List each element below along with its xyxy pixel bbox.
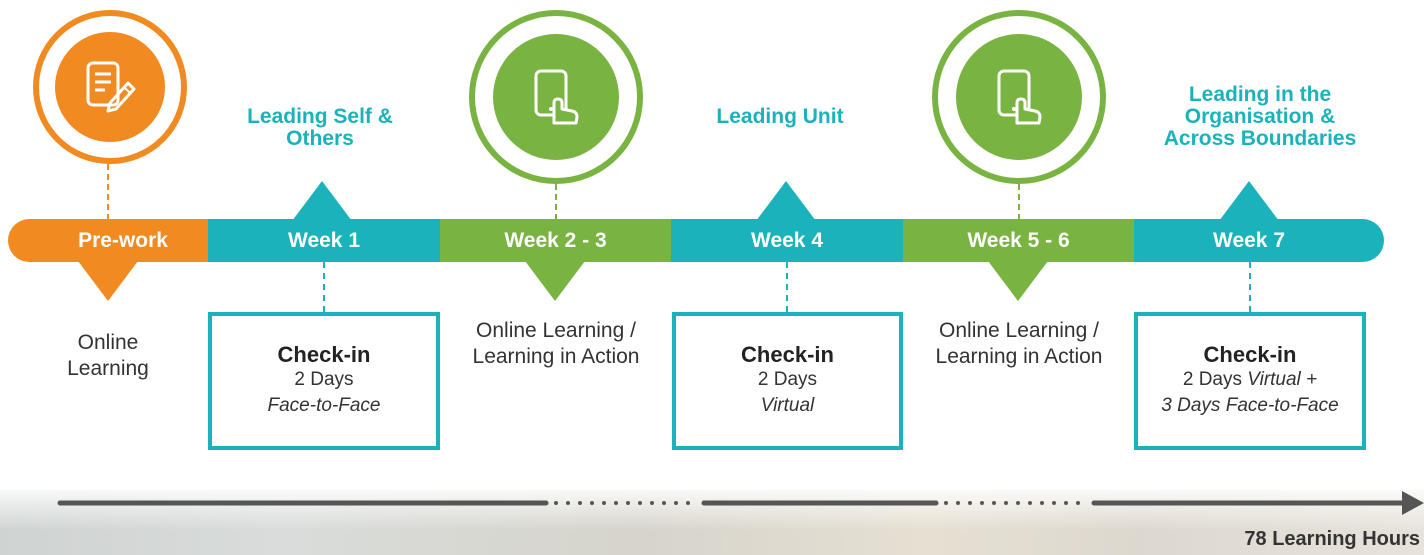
phase-week7: Week 7 [1134,219,1384,262]
phase-label: Week 7 [1213,228,1285,252]
tablet-touch-icon [997,69,1042,125]
prework-circle [33,10,187,164]
week5-6-connector [1018,184,1020,220]
phase-label: Week 4 [751,228,823,252]
phase-label: Week 1 [288,228,360,252]
phase-label: Pre-work [78,228,168,252]
checkin-title: Check-in [277,342,371,367]
checkin-mode: 3 Days Face-to-Face [1161,395,1339,416]
week1-connector [323,262,325,312]
checkin-mode: Face-to-Face [267,395,381,416]
week2-3-circle [469,10,643,184]
phase-week1: Week 1 [208,219,440,262]
phase-week4: Week 4 [671,219,903,262]
week4-connector [786,262,788,312]
tablet-touch-icon [534,69,579,125]
checkin-duration: 2 Days Virtual + [1182,369,1318,390]
week1-pointer-up [292,181,352,221]
learning-hours-label: 78 Learning Hours [1244,528,1420,550]
background-fade [0,490,1424,530]
week2-3-pointer-down [525,261,585,301]
checkin-mode: Virtual [760,395,815,416]
checkin-duration: 2 Days [294,369,354,390]
progress-arrow [57,491,1424,515]
week5-6-description: Online Learning /Learning in Action [935,319,1103,368]
phase-label: Week 2 - 3 [504,228,607,252]
checkin-title: Check-in [741,342,834,367]
week2-3-connector [555,184,557,220]
week4-checkin-box: Check-in 2 Days Virtual [672,312,903,450]
phase-prework: Pre-work [8,219,208,262]
prework-connector [107,164,109,220]
week7-pointer-up [1219,181,1279,221]
week7-checkin-box: Check-in 2 Days Virtual + 3 Days Face-to… [1134,312,1366,450]
week4-title: Leading Unit [716,105,844,128]
prework-pointer-down [78,261,138,301]
week1-checkin-box: Check-in 2 Days Face-to-Face [208,312,440,450]
checkin-duration: 2 Days [757,369,818,390]
phase-label: Week 5 - 6 [967,228,1070,252]
week5-6-pointer-down [988,261,1048,301]
phase-week2-3: Week 2 - 3 [440,219,671,262]
week2-3-description: Online Learning /Learning in Action [472,319,640,368]
phase-week5-6: Week 5 - 6 [903,219,1134,262]
week4-pointer-up [756,181,816,221]
edit-document-icon [86,61,136,113]
week5-6-circle [932,10,1106,184]
week1-title: Leading Self &Others [247,105,393,150]
week7-connector [1249,262,1251,312]
checkin-title: Check-in [1203,342,1297,367]
